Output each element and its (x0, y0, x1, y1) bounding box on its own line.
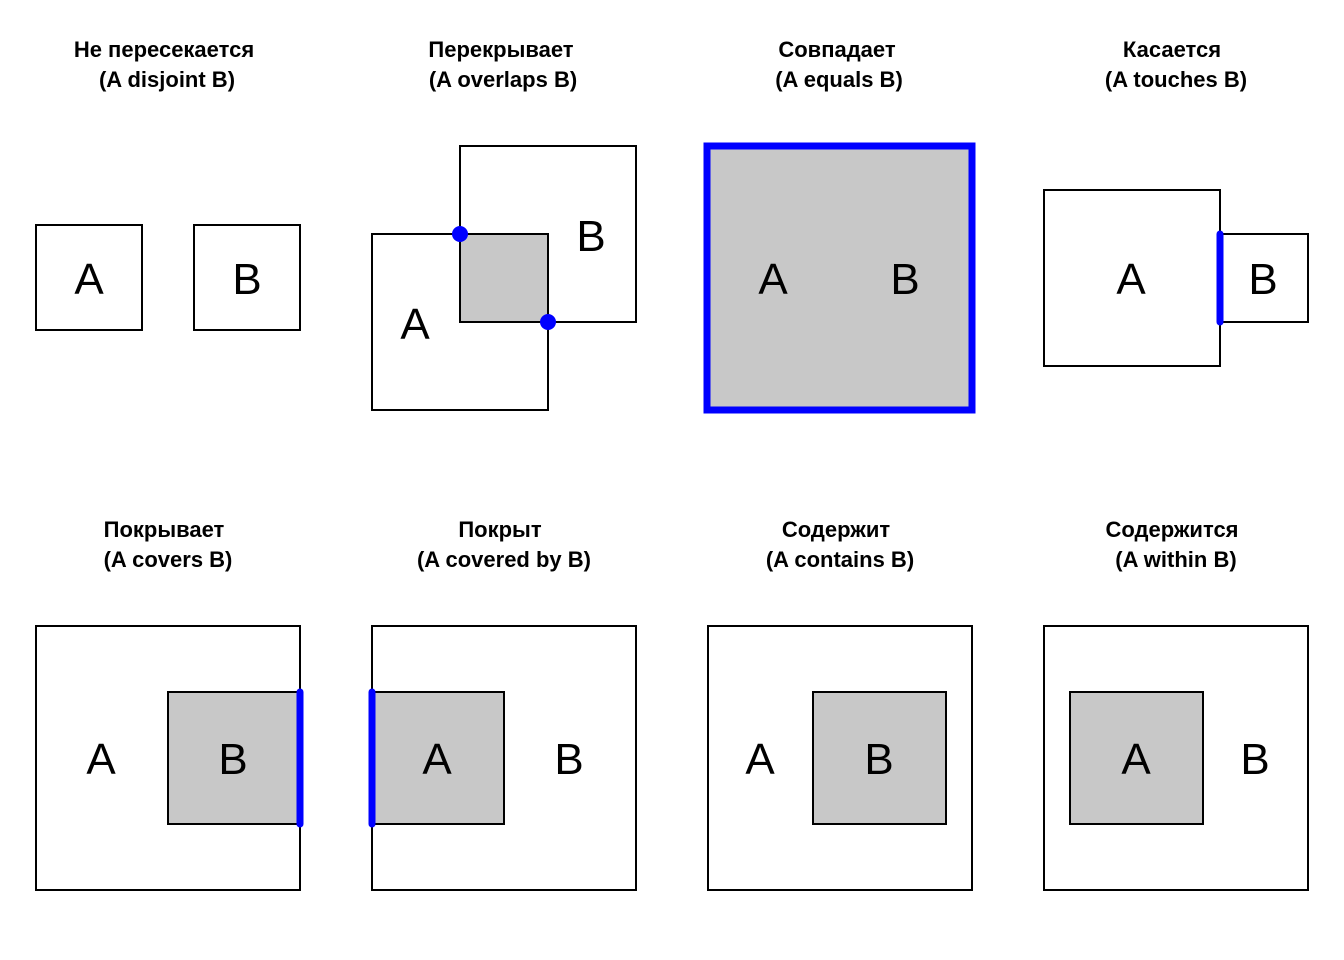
label-b: B (864, 735, 893, 784)
panel-title: Содержится (1105, 517, 1238, 542)
label-b: B (1248, 255, 1277, 304)
label-b: B (890, 255, 919, 304)
geometry-a (1043, 189, 1221, 367)
label-a: A (86, 735, 116, 784)
label-a: A (400, 300, 430, 349)
label-b: B (232, 255, 261, 304)
panel-title: Совпадает (778, 37, 896, 62)
label-a: A (1116, 255, 1146, 304)
panel-subtitle: (A covered by B) (417, 547, 591, 572)
label-a: A (422, 735, 452, 784)
label-a: A (1121, 735, 1151, 784)
label-b: B (218, 735, 247, 784)
geometry-b (193, 224, 301, 331)
panel-subtitle: (A touches B) (1105, 67, 1247, 92)
panel-subtitle: (A overlaps B) (429, 67, 577, 92)
panel-covered-by: Покрыт (A covered by B) A B (368, 517, 637, 891)
panel-title: Покрыт (458, 517, 541, 542)
panel-title: Перекрывает (428, 37, 573, 62)
label-a: A (745, 735, 775, 784)
panel-covers: Покрывает (A covers B) A B (35, 517, 304, 891)
intersection-point (452, 226, 468, 242)
label-a: A (758, 255, 788, 304)
panel-touches: Касается (A touches B) A B (1043, 37, 1309, 367)
label-b: B (554, 735, 583, 784)
geometry-a-b-equal (703, 142, 976, 414)
panel-subtitle: (A contains B) (766, 547, 914, 572)
panel-subtitle: (A covers B) (104, 547, 233, 572)
geometry-b (812, 691, 947, 825)
panel-title: Покрывает (104, 517, 225, 542)
intersection-point (540, 314, 556, 330)
panel-title: Касается (1123, 37, 1221, 62)
panel-equals: Совпадает (A equals B) A B (703, 37, 976, 414)
panel-subtitle: (A within B) (1115, 547, 1236, 572)
panel-subtitle: (A disjoint B) (99, 67, 235, 92)
geometry-a (35, 224, 143, 331)
geometry-a (371, 691, 505, 825)
panel-subtitle: (A equals B) (775, 67, 903, 92)
geometry-a (1069, 691, 1204, 825)
label-b: B (1240, 735, 1269, 784)
panel-overlaps: Перекрывает (A overlaps B) A B (371, 37, 637, 411)
intersection-area (459, 233, 549, 323)
panel-contains: Содержит (A contains B) A B (707, 517, 973, 891)
label-a: A (74, 255, 104, 304)
panel-title: Содержит (782, 517, 891, 542)
panel-within: Содержится (A within B) A B (1043, 517, 1309, 891)
panel-title: Не пересекается (74, 37, 254, 62)
panel-disjoint: Не пересекается (A disjoint B) A B (35, 37, 301, 331)
label-b: B (576, 212, 605, 261)
